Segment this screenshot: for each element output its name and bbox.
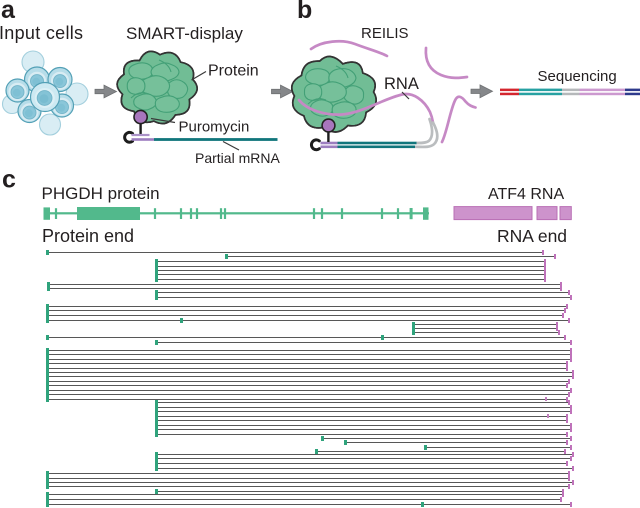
svg-text:b: b xyxy=(297,0,312,24)
svg-text:c: c xyxy=(2,166,16,194)
svg-text:RNA: RNA xyxy=(384,75,419,93)
svg-text:REILIS: REILIS xyxy=(361,25,409,42)
svg-text:PHGDH protein: PHGDH protein xyxy=(42,184,160,203)
svg-text:Sequencing: Sequencing xyxy=(538,68,617,85)
svg-text:Puromycin: Puromycin xyxy=(179,118,250,135)
svg-text:Protein: Protein xyxy=(208,63,259,80)
svg-text:RNA end: RNA end xyxy=(497,226,567,246)
svg-text:Input cells: Input cells xyxy=(0,23,83,43)
svg-text:a: a xyxy=(1,0,16,24)
svg-text:Partial mRNA: Partial mRNA xyxy=(195,150,280,166)
svg-text:SMART-display: SMART-display xyxy=(126,24,243,43)
svg-text:Protein end: Protein end xyxy=(42,226,134,246)
svg-text:ATF4 RNA: ATF4 RNA xyxy=(488,186,564,203)
